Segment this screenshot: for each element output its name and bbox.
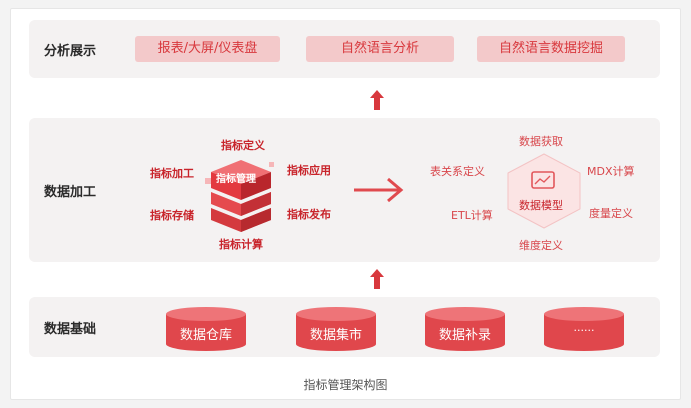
processing-layer-label: 数据加工 — [44, 185, 97, 200]
model-label-bottom: 维度定义 — [519, 239, 563, 252]
cylinder-more: ······ — [543, 306, 625, 352]
cylinder-label: 数据补录 — [438, 328, 491, 343]
up-arrow-icon — [370, 90, 384, 110]
model-label-right-bottom: 度量定义 — [589, 207, 633, 220]
model-label-top: 数据获取 — [519, 135, 563, 148]
analysis-layer-label: 分析展示 — [44, 44, 97, 59]
cylinder-label: 数据仓库 — [179, 328, 232, 343]
up-arrow-icon — [370, 269, 384, 289]
cylinder-data-warehouse: 数据仓库 — [165, 306, 247, 352]
analysis-item-nl-analysis: 自然语言分析 — [306, 36, 454, 62]
model-label-right-top: MDX计算 — [587, 165, 635, 178]
cylinder-data-supplement: 数据补录 — [424, 306, 506, 352]
cube-center-label: 指标管理 — [216, 174, 256, 185]
foundation-layer-label: 数据基础 — [44, 322, 97, 337]
cylinder-data-mart: 数据集市 — [295, 306, 377, 352]
right-arrow-icon — [354, 177, 404, 203]
model-label-left-top: 表关系定义 — [430, 165, 485, 178]
cylinder-label: 数据集市 — [309, 328, 362, 343]
data-model-hexagon-icon — [507, 153, 581, 229]
cube-label-right-top: 指标应用 — [287, 164, 331, 177]
cube-label-left-top: 指标加工 — [150, 167, 194, 180]
cube-label-top: 指标定义 — [221, 139, 265, 152]
analysis-item-reports: 报表/大屏/仪表盘 — [135, 36, 280, 62]
cube-label-bottom: 指标计算 — [219, 238, 263, 251]
model-label-left-bottom: ETL计算 — [451, 209, 493, 222]
cylinder-label: ······ — [573, 324, 595, 337]
cube-label-right-bottom: 指标发布 — [287, 208, 331, 221]
diagram-caption: 指标管理架构图 — [303, 378, 388, 392]
analysis-item-nl-mining: 自然语言数据挖掘 — [477, 36, 625, 62]
model-center-label: 数据模型 — [519, 199, 563, 212]
metric-management-cube-icon — [205, 160, 274, 232]
cube-label-left-bottom: 指标存储 — [150, 209, 194, 222]
